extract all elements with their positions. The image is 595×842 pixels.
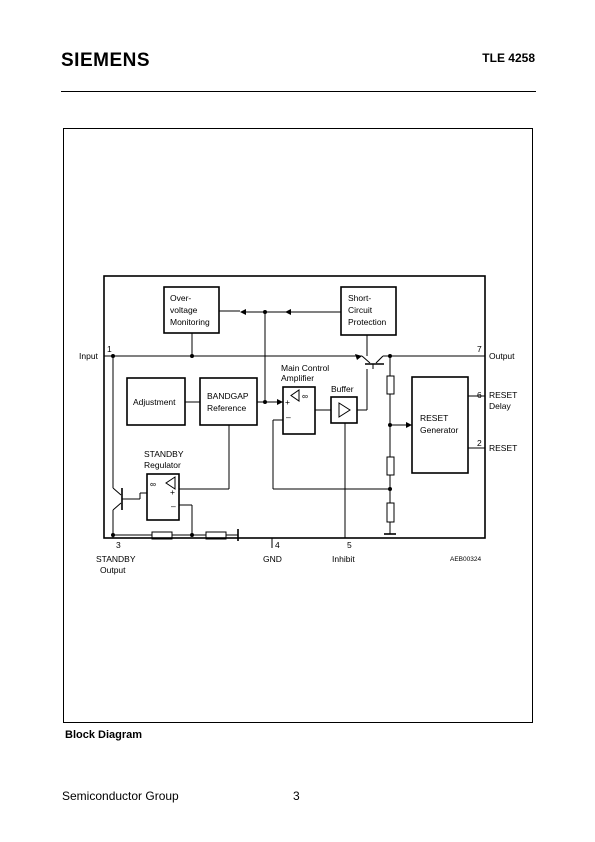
drawing-code: AEB00324: [450, 556, 481, 563]
amp-plus: +: [285, 397, 290, 407]
figure-caption: Block Diagram: [65, 729, 143, 741]
footer-company: Semiconductor Group: [62, 789, 179, 803]
standby-regulator-label-2: Regulator: [144, 460, 181, 470]
bandgap-label-2: Reference: [207, 403, 246, 413]
pin-standby-output-label-2: Output: [100, 565, 126, 575]
overvoltage-label-2: voltage: [170, 305, 198, 315]
pin-standby-output-label-1: STANDBY: [96, 554, 136, 564]
standby-transistor: [112, 487, 141, 511]
header-rule: [61, 91, 536, 92]
main-control-label-2: Amplifier: [281, 373, 314, 383]
pin-7-number: 7: [477, 344, 482, 354]
short-circuit-label-2: Circuit: [348, 305, 373, 315]
overvoltage-label-3: Monitoring: [170, 317, 210, 327]
pin-gnd-label: GND: [263, 554, 282, 564]
short-circuit-label-1: Short-: [348, 293, 371, 303]
bandgap-label-1: BANDGAP: [207, 391, 249, 401]
pin-output-label: Output: [489, 351, 515, 361]
pin-reset-label: RESET: [489, 443, 517, 453]
ic-boundary: [103, 275, 486, 539]
pin-1-number: 1: [107, 344, 112, 354]
pin-6-number: 6: [477, 390, 482, 400]
reset-generator-label-2: Generator: [420, 425, 458, 435]
figure-frame: [63, 128, 533, 723]
amp-infinity-symbol: ∞: [302, 391, 308, 401]
main-control-label-1: Main Control: [281, 363, 329, 373]
adjustment-label: Adjustment: [133, 397, 176, 407]
amp-minus: –: [286, 412, 291, 422]
pin-5-number: 5: [347, 540, 352, 550]
pin-4-number: 4: [275, 540, 280, 550]
standby-plus: +: [170, 487, 175, 497]
buffer-label: Buffer: [331, 384, 354, 394]
page-number: 3: [293, 789, 300, 803]
standby-infinity-symbol: ∞: [150, 479, 156, 489]
bandgap-reference-block: [199, 377, 258, 426]
overvoltage-monitoring-block: [163, 286, 220, 334]
pin-2-number: 2: [477, 438, 482, 448]
standby-regulator-label-1: STANDBY: [144, 449, 184, 459]
pin-inhibit-label: Inhibit: [332, 554, 355, 564]
part-number: TLE 4258: [482, 51, 535, 65]
resistor-r3: [386, 502, 395, 523]
pin-input-label: Input: [79, 351, 99, 361]
reset-generator-label-1: RESET: [420, 413, 448, 423]
resistor-r1: [386, 375, 395, 395]
pass-transistor: [355, 354, 384, 369]
pin-reset-delay-label-2: Delay: [489, 401, 511, 411]
short-circuit-protection-block: [340, 286, 397, 336]
buffer-block: [330, 396, 358, 424]
pin-3-number: 3: [116, 540, 121, 550]
overvoltage-label-1: Over-: [170, 293, 191, 303]
pin-reset-delay-label-1: RESET: [489, 390, 517, 400]
short-circuit-label-3: Protection: [348, 317, 387, 327]
resistor-r2: [386, 456, 395, 476]
brand-logo: SIEMENS: [61, 50, 151, 71]
standby-regulator-amplifier: [146, 473, 180, 521]
standby-minus: –: [171, 501, 176, 511]
